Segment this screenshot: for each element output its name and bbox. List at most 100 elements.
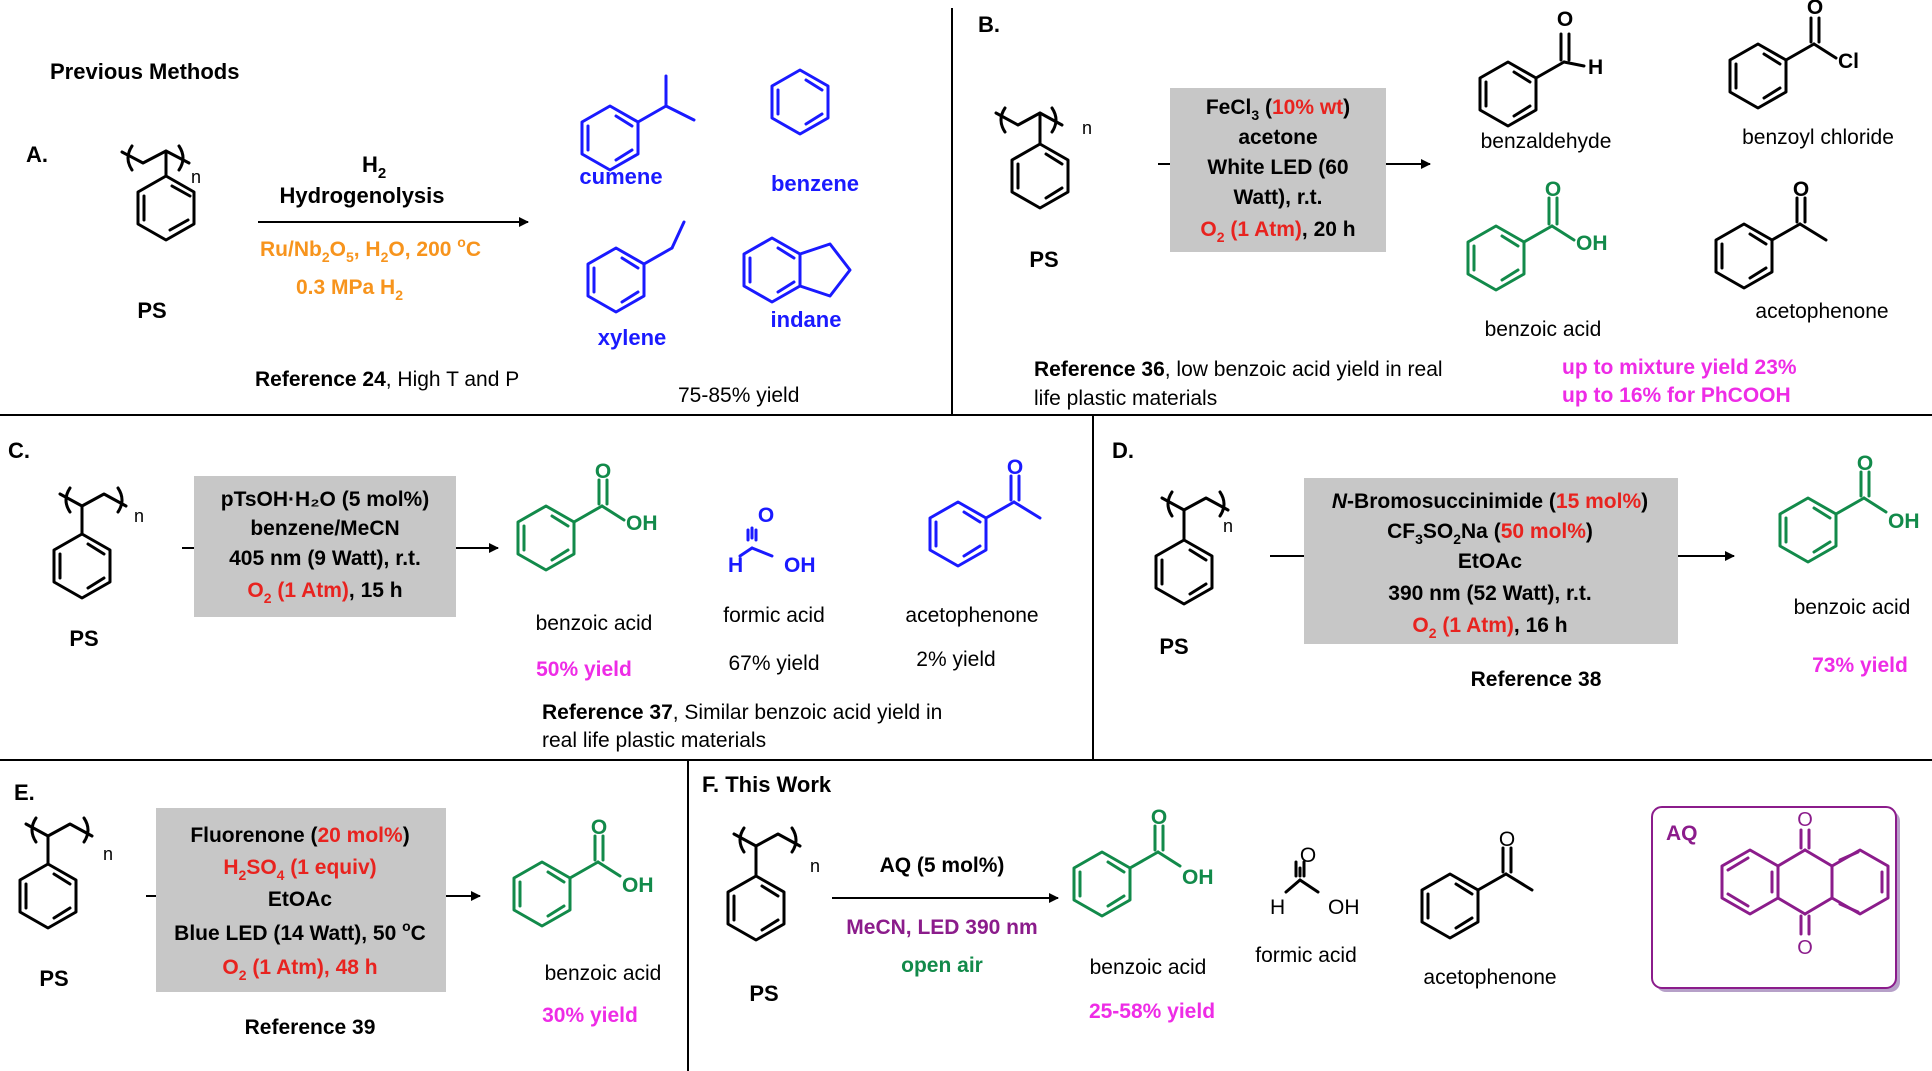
formic-acid-structure-c bbox=[738, 526, 774, 558]
benzoic-acid-oh-c: OH bbox=[626, 512, 658, 535]
ps-n-f: n bbox=[810, 856, 820, 876]
benzoic-acid-o-b: O bbox=[1545, 178, 1561, 201]
aq-o-top: O bbox=[1797, 809, 1813, 831]
formic-acid-o-f: O bbox=[1300, 844, 1316, 867]
product-benzene: benzene bbox=[771, 171, 859, 196]
yield-a: 75-85% yield bbox=[678, 384, 799, 407]
cond-a-catalyst: Ru/Nb2O5, H2O, 200 oC bbox=[260, 234, 481, 265]
reference-b-line1: Reference 36, low benzoic acid yield in … bbox=[1034, 358, 1443, 381]
condition-box-e bbox=[156, 808, 446, 992]
yield-c-formic: 67% yield bbox=[728, 652, 819, 675]
acetophenone-structure-c bbox=[928, 474, 1042, 568]
product-acetophenone-b: acetophenone bbox=[1755, 300, 1888, 323]
panel-d: D. n PS N-Bromosuccinimide (15 mol%) CF3… bbox=[1112, 438, 1920, 691]
cond-a-hydrogenolysis: Hydrogenolysis bbox=[279, 183, 444, 208]
ps-label-c: PS bbox=[69, 626, 98, 651]
product-benzoyl-chloride: benzoyl chloride bbox=[1742, 126, 1894, 149]
box-b-line1: FeCl3 (10% wt) bbox=[1206, 96, 1350, 123]
acetophenone-structure-b bbox=[1714, 196, 1828, 290]
benzoyl-chloride-o: O bbox=[1807, 0, 1823, 19]
ps-label-b: PS bbox=[1029, 247, 1058, 272]
benzoic-acid-o-e: O bbox=[591, 816, 607, 839]
box-b-line3: White LED (60 bbox=[1207, 156, 1348, 179]
product-xylene: xylene bbox=[598, 325, 667, 350]
formic-acid-oh-f: OH bbox=[1328, 896, 1360, 919]
box-e-line3: EtOAc bbox=[268, 888, 333, 911]
acetophenone-o-b: O bbox=[1793, 178, 1809, 201]
benzoic-acid-o-d: O bbox=[1857, 452, 1873, 475]
formic-acid-oh-c: OH bbox=[784, 554, 816, 577]
benzoic-acid-structure-b bbox=[1466, 196, 1576, 292]
reference-e: Reference 39 bbox=[245, 1016, 376, 1039]
panel-c: C. n PS pTsOH·H₂O (5 mol%) benzene/MeCN … bbox=[8, 438, 1042, 752]
box-c-line3: 405 nm (9 Watt), r.t. bbox=[229, 547, 421, 570]
box-c-line2: benzene/MeCN bbox=[250, 517, 399, 540]
yield-d: 73% yield bbox=[1812, 654, 1908, 677]
product-indane: indane bbox=[771, 307, 842, 332]
benzoic-acid-structure-f bbox=[1072, 824, 1182, 918]
product-acetophenone-f: acetophenone bbox=[1423, 966, 1556, 989]
aq-box bbox=[1651, 806, 1897, 989]
cond-f-solvent-light: MeCN, LED 390 nm bbox=[846, 916, 1037, 939]
panel-f-label: F. This Work bbox=[702, 772, 832, 797]
product-benzoic-acid-b: benzoic acid bbox=[1485, 318, 1602, 341]
panel-b-label: B. bbox=[978, 12, 1000, 37]
box-d-line5: O2 (1 Atm), 16 h bbox=[1412, 614, 1567, 641]
box-c-line4: O2 (1 Atm), 15 h bbox=[247, 579, 402, 606]
box-e-line1: Fluorenone (20 mol%) bbox=[190, 824, 409, 847]
cond-a-h2: H2 bbox=[362, 152, 386, 182]
benzoic-acid-o-f: O bbox=[1151, 806, 1167, 829]
box-d-line3: EtOAc bbox=[1458, 550, 1523, 573]
acetophenone-structure-f bbox=[1420, 846, 1534, 940]
formic-acid-h-c: H bbox=[728, 554, 743, 577]
indane-structure bbox=[742, 236, 852, 304]
ps-n-b: n bbox=[1082, 118, 1092, 138]
ps-structure-f bbox=[726, 826, 802, 942]
ps-n-a: n bbox=[191, 167, 201, 187]
panel-a: Previous Methods A. n PS H2 Hydrogenolys… bbox=[26, 59, 859, 407]
box-d-line1: N-Bromosuccinimide (15 mol%) bbox=[1332, 490, 1648, 513]
cumene-structure bbox=[580, 74, 696, 172]
benzoic-acid-structure-e bbox=[512, 834, 622, 928]
product-benzoic-acid-f: benzoic acid bbox=[1090, 956, 1207, 979]
ps-structure-c bbox=[52, 486, 128, 600]
panel-e-label: E. bbox=[14, 780, 35, 805]
aq-label: AQ bbox=[1666, 822, 1698, 845]
xylene-structure bbox=[586, 220, 686, 314]
panel-f: F. This Work n PS AQ (5 mol%) MeCN, LED … bbox=[702, 772, 1900, 1023]
benzaldehyde-h: H bbox=[1588, 56, 1603, 79]
benzoic-acid-oh-e: OH bbox=[622, 874, 654, 897]
yield-c-acetophenone: 2% yield bbox=[916, 648, 995, 671]
reference-c-line2: real life plastic materials bbox=[542, 729, 766, 752]
box-b-line4: Watt), r.t. bbox=[1233, 186, 1322, 209]
product-formic-acid-f: formic acid bbox=[1255, 944, 1357, 967]
panel-a-heading: Previous Methods bbox=[50, 59, 239, 84]
reference-c-line1: Reference 37, Similar benzoic acid yield… bbox=[542, 701, 942, 724]
yield-f: 25-58% yield bbox=[1089, 1000, 1215, 1023]
box-c-line1: pTsOH·H₂O (5 mol%) bbox=[221, 488, 429, 511]
yield-e: 30% yield bbox=[542, 1004, 638, 1027]
product-acetophenone-c: acetophenone bbox=[905, 604, 1038, 627]
yield-b-mixture: up to mixture yield 23% bbox=[1562, 356, 1797, 379]
condition-box-c bbox=[194, 476, 456, 617]
benzoic-acid-oh-f: OH bbox=[1182, 866, 1214, 889]
condition-box-b bbox=[1170, 88, 1386, 252]
panel-b: B. n PS FeCl3 (10% wt) acetone White LED… bbox=[978, 0, 1894, 410]
box-d-line4: 390 nm (52 Watt), r.t. bbox=[1388, 582, 1591, 605]
product-cumene: cumene bbox=[579, 164, 662, 189]
panel-dividers bbox=[0, 8, 1932, 1071]
box-b-line5: O2 (1 Atm), 20 h bbox=[1200, 218, 1355, 245]
ps-n-e: n bbox=[103, 844, 113, 864]
benzaldehyde-structure bbox=[1478, 32, 1586, 128]
box-e-line4: Blue LED (14 Watt), 50 oC bbox=[174, 918, 426, 945]
ps-n-d: n bbox=[1223, 516, 1233, 536]
yield-b-phcooh: up to 16% for PhCOOH bbox=[1562, 384, 1791, 407]
product-benzaldehyde: benzaldehyde bbox=[1481, 130, 1612, 153]
box-e-line5: O2 (1 Atm), 48 h bbox=[222, 956, 377, 983]
product-benzoic-acid-c: benzoic acid bbox=[536, 612, 653, 635]
benzoyl-chloride-structure bbox=[1728, 16, 1838, 110]
reference-b-line2: life plastic materials bbox=[1034, 387, 1217, 410]
product-benzoic-acid-d: benzoic acid bbox=[1794, 596, 1911, 619]
ps-structure-d bbox=[1154, 490, 1230, 606]
